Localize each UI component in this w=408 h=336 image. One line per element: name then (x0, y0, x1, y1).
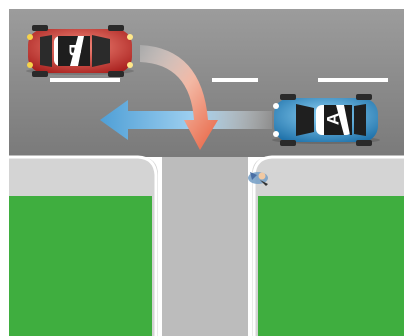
car-b-icon: B (26, 25, 134, 77)
lane-mark (318, 78, 388, 82)
lane-markings (50, 78, 388, 82)
side-road (162, 157, 248, 336)
grass-right (258, 196, 404, 336)
lane-mark (212, 78, 258, 82)
car-a-label: A (323, 113, 342, 125)
car-b-label: B (66, 44, 85, 56)
grass-left (9, 196, 152, 336)
car-a-icon: A (272, 94, 380, 146)
lane-mark (50, 78, 120, 82)
